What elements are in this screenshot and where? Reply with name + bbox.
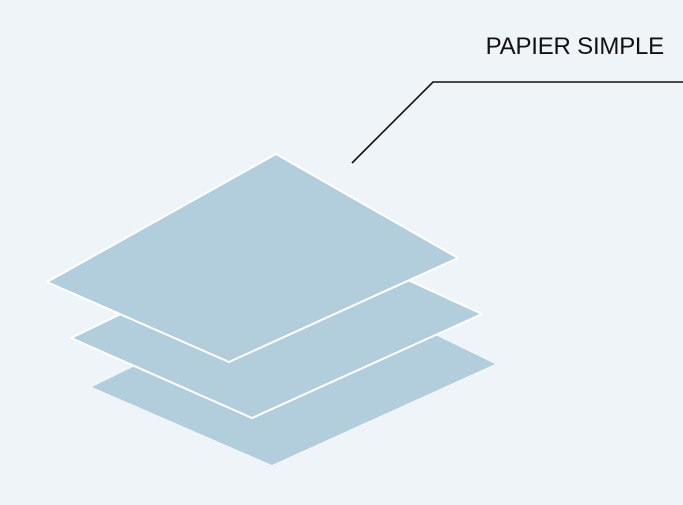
paper-sheet-top xyxy=(46,153,459,363)
callout-label: PAPIER SIMPLE xyxy=(485,33,665,60)
callout-leader-line xyxy=(351,81,683,164)
